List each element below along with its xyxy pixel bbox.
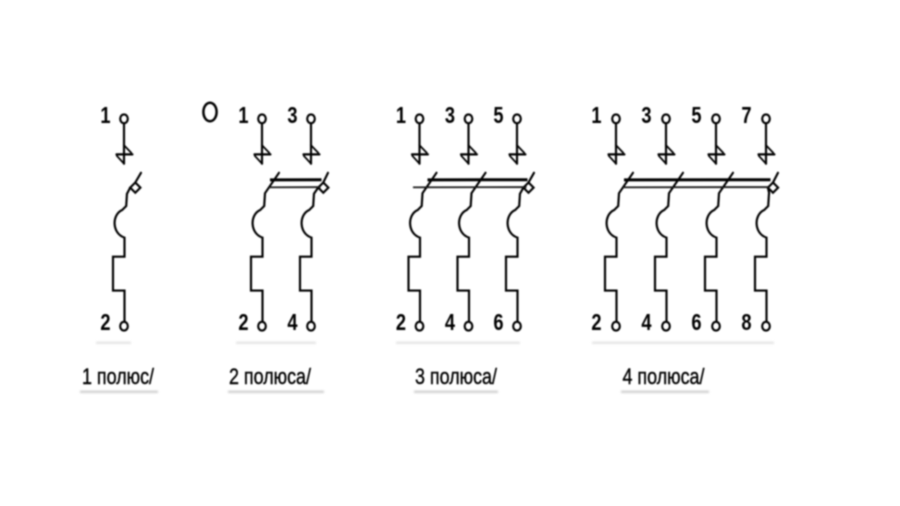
svg-text:3: 3 <box>287 103 297 129</box>
svg-text:6: 6 <box>691 310 701 336</box>
svg-text:3: 3 <box>641 103 651 129</box>
svg-text:1: 1 <box>591 103 601 129</box>
svg-text:6: 6 <box>493 310 503 336</box>
svg-text:3: 3 <box>445 103 455 129</box>
svg-text:2: 2 <box>591 310 601 336</box>
svg-text:3 полюса/: 3 полюса/ <box>415 365 497 389</box>
svg-text:4: 4 <box>287 310 297 336</box>
svg-text:4: 4 <box>445 310 455 336</box>
svg-text:4 полюса/: 4 полюса/ <box>623 365 705 389</box>
svg-text:5: 5 <box>493 103 503 129</box>
svg-text:2 полюса/: 2 полюса/ <box>229 365 311 389</box>
svg-text:5: 5 <box>691 103 701 129</box>
svg-text:8: 8 <box>741 310 751 336</box>
svg-text:1: 1 <box>396 103 406 129</box>
svg-text:2: 2 <box>238 310 248 336</box>
svg-text:1: 1 <box>100 103 110 129</box>
svg-text:2: 2 <box>396 310 406 336</box>
svg-text:4: 4 <box>641 310 651 336</box>
svg-text:7: 7 <box>741 103 751 129</box>
svg-text:1: 1 <box>238 103 248 129</box>
svg-text:2: 2 <box>100 310 110 336</box>
svg-text:1 полюс/: 1 полюс/ <box>82 365 154 389</box>
